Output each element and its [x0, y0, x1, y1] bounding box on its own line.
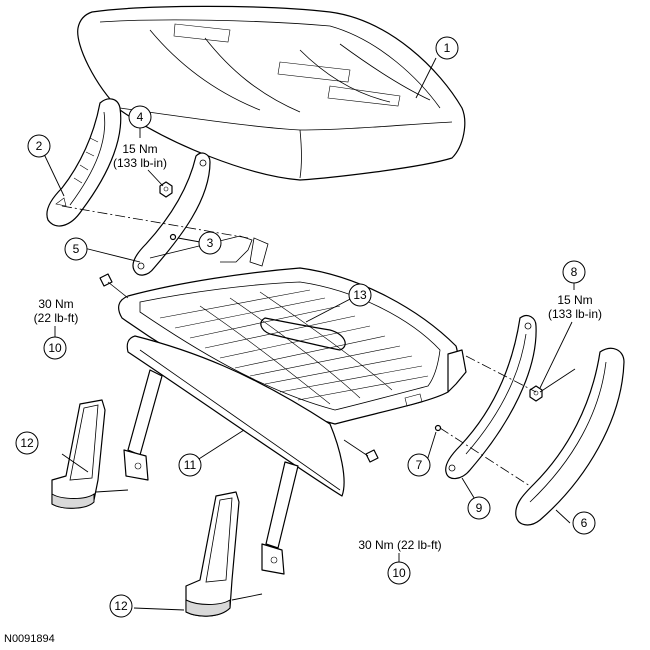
- svg-text:30 Nm (22 lb-ft): 30 Nm (22 lb-ft): [358, 538, 441, 552]
- svg-text:15 Nm: 15 Nm: [557, 293, 592, 307]
- callout-8: 8: [562, 260, 586, 290]
- torque-label-10-upper: 30 Nm (22 lb-ft): [34, 297, 79, 337]
- callout-10-lower: 10: [387, 561, 411, 585]
- svg-text:6: 6: [581, 516, 588, 530]
- lower-panel: [126, 335, 345, 497]
- svg-text:12: 12: [114, 599, 128, 613]
- seat-frame: [118, 237, 467, 425]
- right-nut: [529, 385, 543, 402]
- svg-text:30 Nm: 30 Nm: [38, 297, 73, 311]
- svg-text:10: 10: [392, 566, 406, 580]
- right-seat-bracket: [445, 314, 537, 480]
- svg-text:(22 lb-ft): (22 lb-ft): [34, 311, 79, 325]
- svg-text:7: 7: [416, 458, 423, 472]
- right-side-trim: [515, 347, 625, 526]
- seat-cushion: [77, 5, 466, 181]
- seat-frame-wires: [159, 289, 429, 405]
- callout-11: 11: [178, 453, 202, 477]
- svg-text:13: 13: [353, 288, 367, 302]
- left-side-trim: [46, 98, 122, 227]
- svg-text:1: 1: [444, 41, 451, 55]
- svg-text:10: 10: [48, 341, 62, 355]
- leg-cover-lower: [185, 491, 263, 617]
- callout-2: 2: [27, 134, 51, 158]
- svg-text:(133 lb-in): (133 lb-in): [113, 156, 167, 170]
- callout-10-upper: 10: [43, 336, 67, 360]
- leader-lines: [43, 57, 576, 611]
- svg-text:2: 2: [36, 139, 43, 153]
- left-stud: [169, 233, 177, 241]
- alignment-line-right-upper: [465, 355, 537, 393]
- svg-text:3: 3: [207, 236, 214, 250]
- right-front-leg: [261, 461, 299, 575]
- torque-label-8: 15 Nm (133 lb-in): [539, 293, 602, 389]
- svg-text:9: 9: [476, 501, 483, 515]
- callout-13: 13: [348, 283, 372, 307]
- svg-text:4: 4: [137, 110, 144, 124]
- svg-text:8: 8: [571, 265, 578, 279]
- callout-1: 1: [435, 36, 459, 60]
- right-mount-bolt: [343, 439, 379, 463]
- left-mount-bolt: [99, 273, 129, 299]
- svg-text:15 Nm: 15 Nm: [122, 142, 157, 156]
- leg-cover-upper: [51, 399, 129, 509]
- callout-9: 9: [467, 496, 491, 520]
- callout-12-lower: 12: [109, 594, 133, 618]
- torque-label-10-lower: 30 Nm (22 lb-ft): [358, 538, 442, 562]
- right-stud: [434, 424, 442, 432]
- callout-3: 3: [198, 231, 222, 255]
- callout-4: 4: [128, 105, 152, 138]
- svg-text:12: 12: [20, 436, 34, 450]
- callout-5: 5: [64, 237, 88, 261]
- figure-id: N0091894: [4, 633, 55, 645]
- callout-7: 7: [407, 453, 431, 477]
- torque-label-4: 15 Nm (133 lb-in): [113, 142, 167, 187]
- callout-12-upper: 12: [15, 431, 39, 455]
- svg-text:5: 5: [73, 242, 80, 256]
- svg-text:11: 11: [184, 458, 197, 472]
- svg-text:(133 lb-in): (133 lb-in): [548, 307, 602, 321]
- left-rear-leg: [123, 369, 163, 481]
- callout-6: 6: [572, 511, 596, 535]
- alignment-line-left: [61, 205, 249, 239]
- left-seat-bracket: [132, 152, 253, 276]
